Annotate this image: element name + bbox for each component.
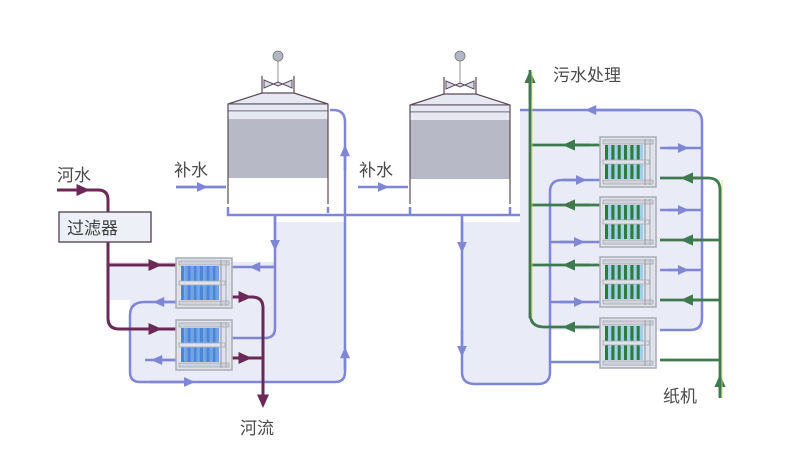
filter-box	[58, 211, 152, 243]
fan-motor-icon	[454, 50, 466, 62]
plate-heat-exchanger-icon	[599, 136, 657, 188]
river-water-pipes	[57, 184, 269, 408]
plate-heat-exchanger-icon	[599, 317, 657, 369]
heat-exchangers	[175, 136, 657, 371]
process-water-pipes	[524, 70, 726, 398]
label-river-water: 河水	[57, 166, 91, 186]
plate-heat-exchanger-icon	[175, 257, 233, 309]
plate-heat-exchanger-icon	[175, 319, 233, 371]
label-filter: 过滤器	[67, 219, 118, 239]
label-makeup-water-1: 补水	[174, 161, 208, 181]
fan-icon	[263, 79, 293, 89]
fan-motor-icon	[272, 50, 284, 62]
plate-heat-exchanger-icon	[599, 196, 657, 248]
cooling-water-pipes	[128, 105, 704, 387]
label-river-outflow: 河流	[240, 419, 274, 439]
fan-icon	[445, 80, 475, 90]
plate-heat-exchanger-icon	[599, 256, 657, 308]
cooling-tower-2	[409, 50, 511, 204]
cooling-tower-1	[227, 50, 329, 204]
label-paper-machine: 纸机	[663, 387, 697, 407]
label-makeup-water-2: 补水	[359, 161, 393, 181]
label-sewage-treatment: 污水处理	[553, 66, 621, 86]
